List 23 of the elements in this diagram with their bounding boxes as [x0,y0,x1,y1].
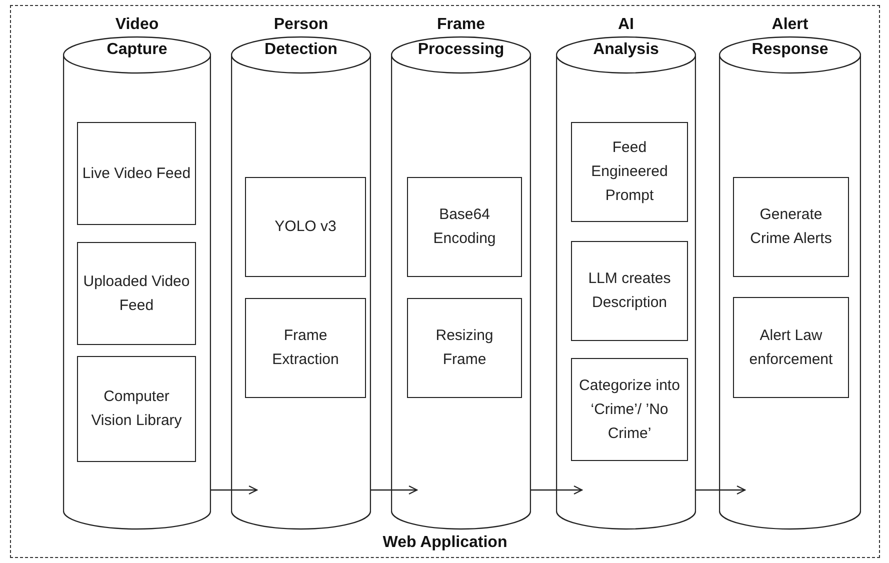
column-heading: Alert Response [752,15,828,60]
column-heading: Video Capture [106,15,168,60]
process-box: Resizing Frame [407,298,522,398]
frame-caption: Web Application [382,533,508,553]
arrow [531,485,583,495]
column-heading: AI Analysis [593,15,659,60]
process-box: LLM creates Description [571,241,688,341]
process-box: Uploaded Video Feed [77,242,196,345]
process-box: Categorize into ‘Crime’/ ’No Crime’ [571,358,688,461]
application-frame [10,5,880,558]
arrow [371,485,418,495]
process-box: Alert Law enforcement [733,297,849,398]
process-box: Feed Engineered Prompt [571,122,688,222]
process-box: Base64 Encoding [407,177,522,277]
process-box: YOLO v3 [245,177,366,277]
process-box: Live Video Feed [77,122,196,225]
column-heading: Person Detection [264,15,338,60]
arrow [211,485,258,495]
arrow [696,485,746,495]
process-box: Frame Extraction [245,298,366,398]
column-heading: Frame Processing [418,15,504,60]
process-box: Computer Vision Library [77,356,196,462]
process-box: Generate Crime Alerts [733,177,849,277]
